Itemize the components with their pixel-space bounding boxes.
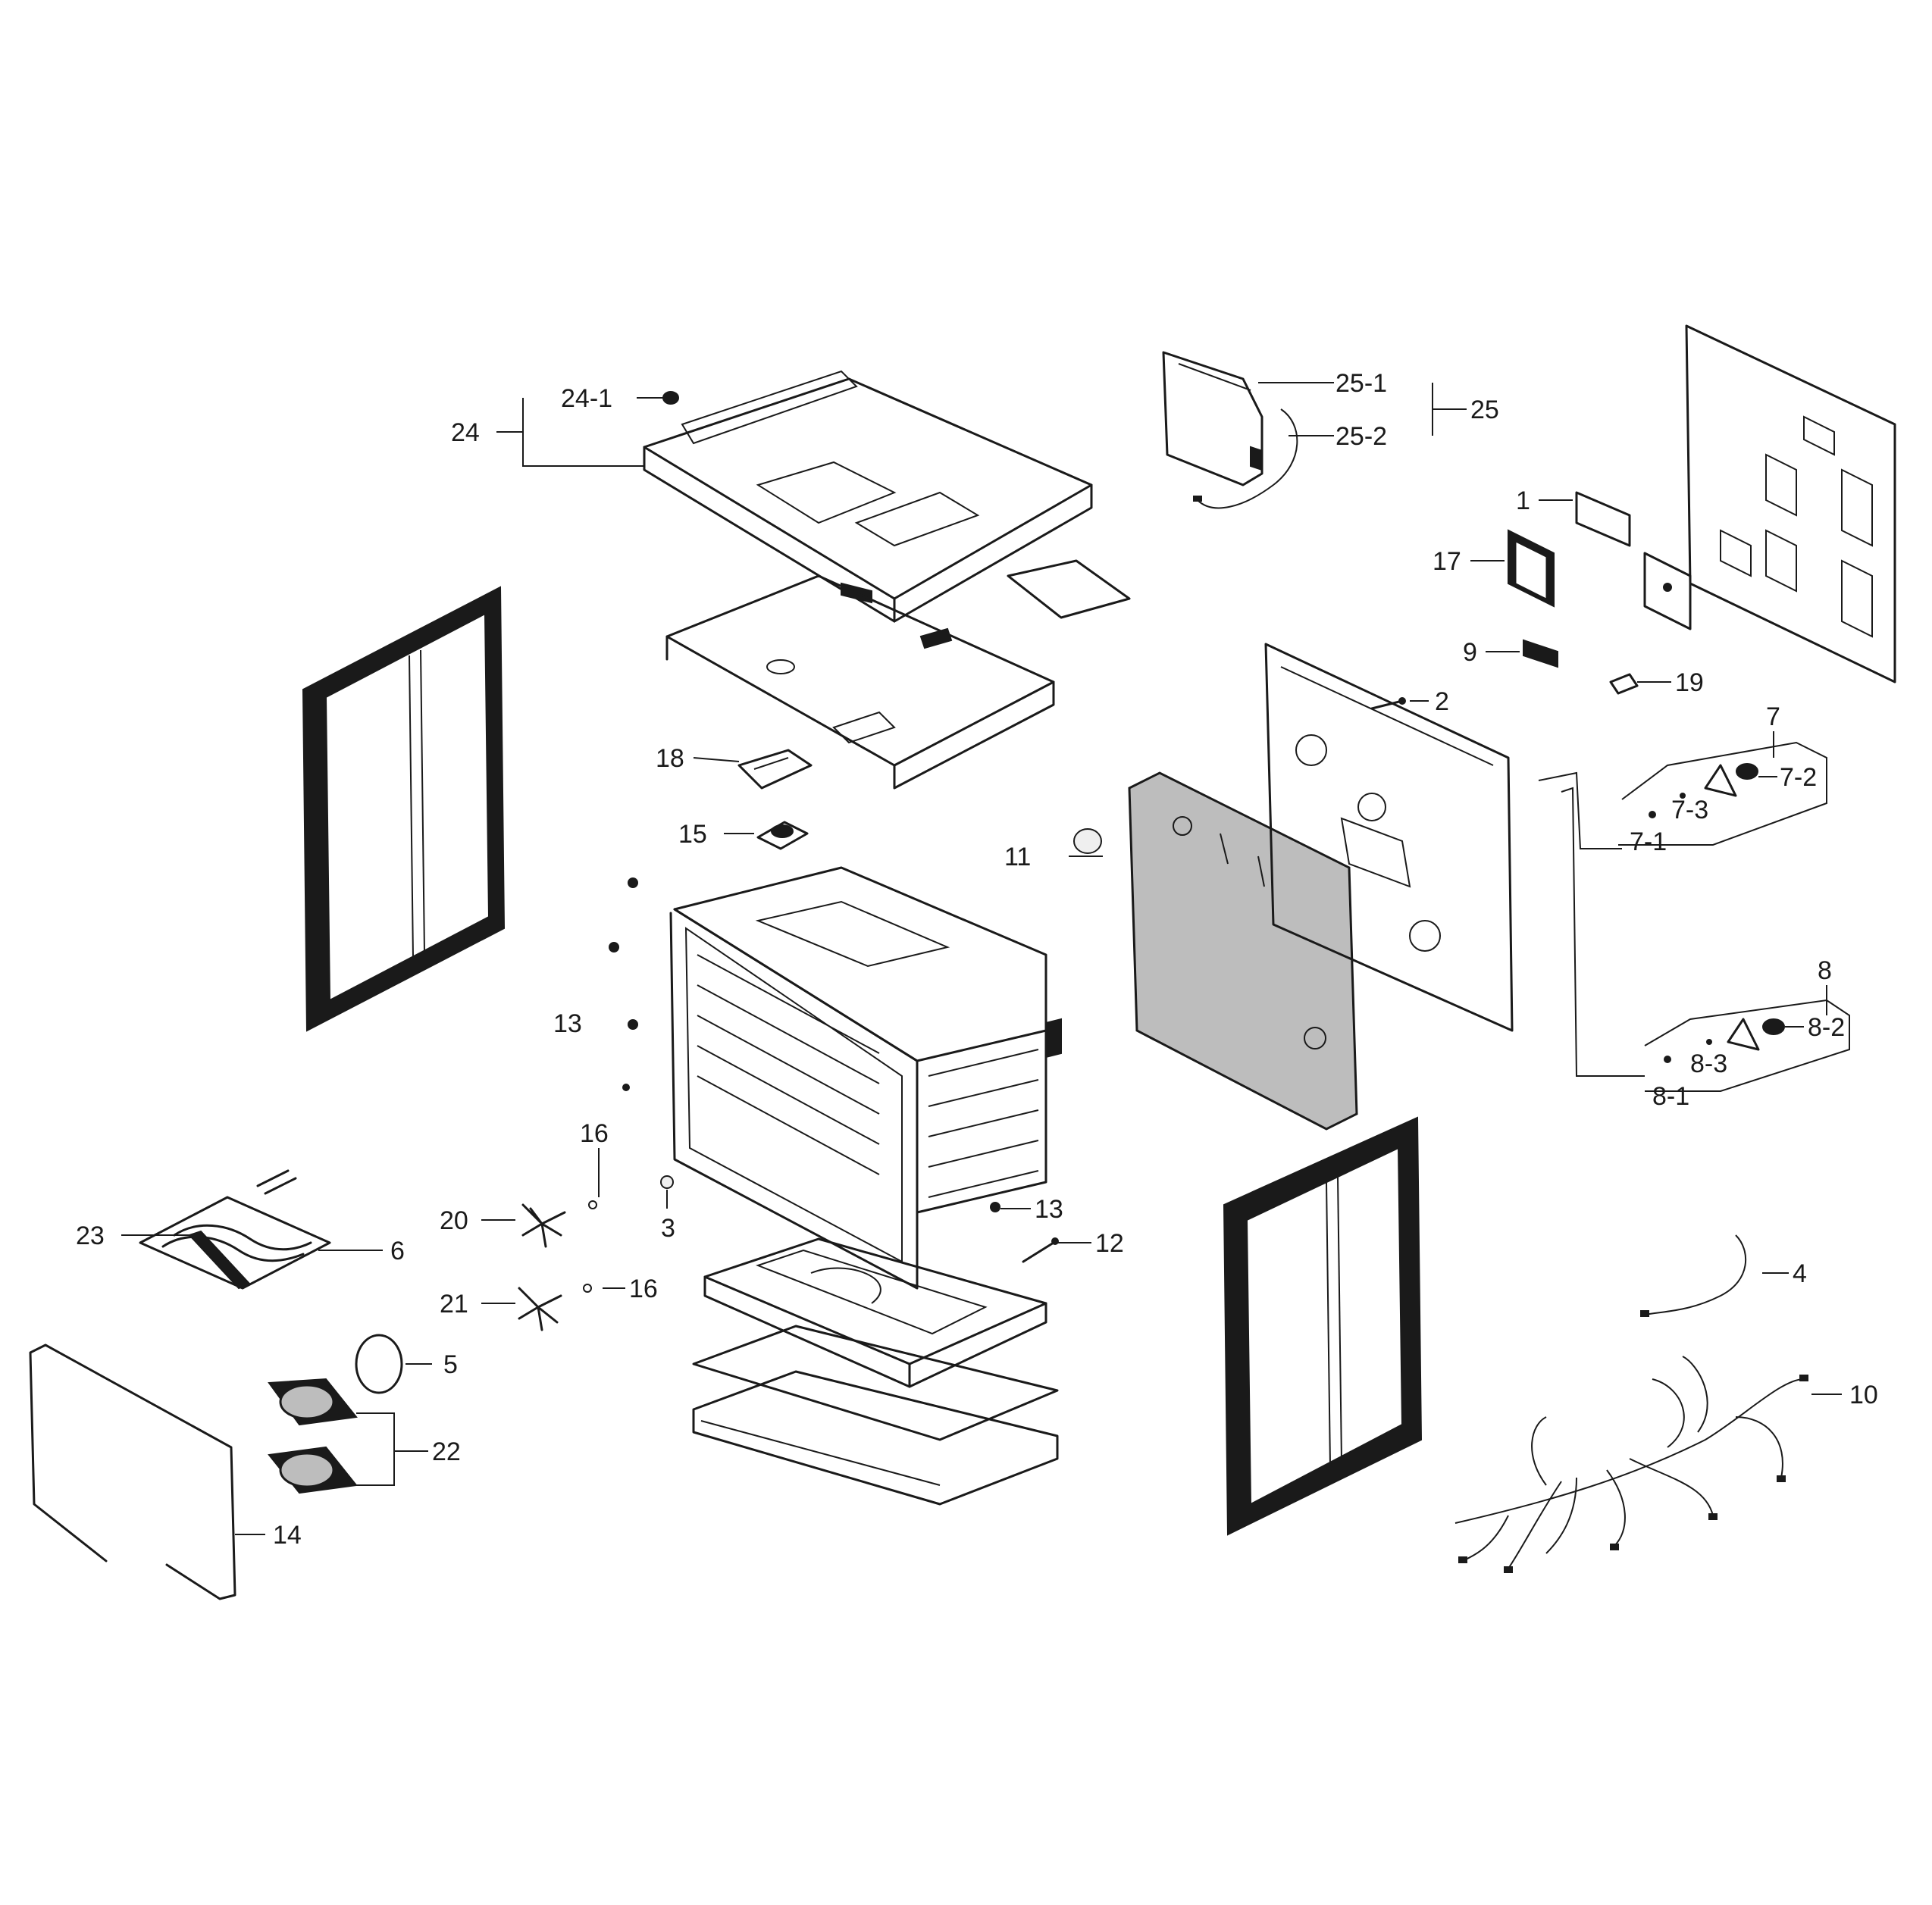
part-labels: 24-1 24 25-1 25-2 25 1 17 9 19 2 7 7-2 7… xyxy=(76,369,1878,1550)
part-duct-panel xyxy=(665,559,1131,790)
label-7-1: 7-1 xyxy=(1630,827,1667,856)
part-22-lamp-covers xyxy=(268,1378,358,1494)
label-4: 4 xyxy=(1793,1259,1807,1288)
label-25-1: 25-1 xyxy=(1335,369,1387,398)
part-5-ring xyxy=(355,1334,403,1394)
label-8: 8 xyxy=(1818,956,1832,985)
label-18: 18 xyxy=(656,744,684,773)
part-rear-panel xyxy=(1685,324,1896,683)
part-25-2-harness xyxy=(1193,408,1298,509)
part-23-element-bracket xyxy=(188,1230,252,1290)
label-25: 25 xyxy=(1470,396,1499,424)
part-25-1-cooling-fan xyxy=(1162,351,1263,486)
part-14-gasket xyxy=(29,1344,236,1600)
label-13-left: 13 xyxy=(553,1009,582,1038)
label-7: 7 xyxy=(1766,702,1780,731)
part-15-fan-mount xyxy=(756,821,809,850)
label-11: 11 xyxy=(1004,843,1031,871)
part-9-connector xyxy=(1523,639,1558,668)
label-8-3: 8-3 xyxy=(1690,1049,1727,1078)
part-20-fan-blade xyxy=(521,1203,566,1248)
label-25-2: 25-2 xyxy=(1335,422,1387,451)
label-16-bottom: 16 xyxy=(629,1275,658,1303)
part-right-side-panel xyxy=(1223,1116,1423,1536)
part-1-label xyxy=(1575,491,1631,547)
label-19: 19 xyxy=(1675,668,1704,697)
part-3-bolt xyxy=(660,1175,674,1189)
part-oven-cavity xyxy=(669,866,1062,1290)
label-17: 17 xyxy=(1433,547,1461,576)
part-18-bracket xyxy=(737,749,813,790)
part-11-knob xyxy=(1073,828,1102,854)
part-control-bracket xyxy=(1643,552,1692,630)
part-16-nuts xyxy=(583,1200,597,1293)
label-5: 5 xyxy=(443,1350,458,1379)
label-8-1: 8-1 xyxy=(1652,1082,1689,1111)
label-8-2: 8-2 xyxy=(1808,1013,1845,1042)
label-20: 20 xyxy=(440,1206,468,1235)
part-7-thermostat-assembly xyxy=(1618,741,1827,846)
label-6: 6 xyxy=(390,1237,405,1265)
part-19-switch xyxy=(1609,673,1639,695)
leader-lines xyxy=(121,382,1842,1535)
part-2-wire-clip xyxy=(1370,697,1406,710)
label-7-2: 7-2 xyxy=(1780,763,1817,792)
oven-rack-rails xyxy=(697,954,1039,1198)
label-15: 15 xyxy=(678,820,707,849)
label-7-3: 7-3 xyxy=(1671,796,1708,824)
label-12: 12 xyxy=(1095,1229,1124,1258)
label-1: 1 xyxy=(1516,486,1530,515)
part-10-wiring-harness xyxy=(1454,1356,1808,1573)
part-17-filter xyxy=(1508,529,1555,608)
part-rear-shield xyxy=(1128,771,1358,1131)
part-8-thermostat-assembly xyxy=(1644,999,1850,1092)
part-bottom-pan xyxy=(692,1237,1059,1506)
label-24: 24 xyxy=(451,418,480,447)
label-21: 21 xyxy=(440,1290,468,1318)
label-22: 22 xyxy=(432,1437,461,1466)
label-2: 2 xyxy=(1435,687,1449,716)
part-6-bake-element xyxy=(139,1169,331,1290)
label-13-right: 13 xyxy=(1035,1195,1063,1224)
part-back-frame xyxy=(1264,643,1514,1032)
label-10: 10 xyxy=(1849,1381,1878,1409)
part-13-screws-left xyxy=(609,877,638,1091)
part-left-side-panel xyxy=(302,586,506,1032)
label-3: 3 xyxy=(661,1214,675,1243)
part-4-wire xyxy=(1640,1234,1746,1317)
part-12-sensor xyxy=(1022,1237,1059,1263)
label-16-top: 16 xyxy=(580,1119,609,1148)
label-24-1: 24-1 xyxy=(561,384,612,413)
label-14: 14 xyxy=(273,1521,302,1550)
part-24-top-cover xyxy=(643,370,1093,623)
label-23: 23 xyxy=(76,1222,105,1250)
part-21-fan-blade xyxy=(518,1287,562,1331)
label-9: 9 xyxy=(1463,638,1477,667)
part-13-screw-right xyxy=(990,1202,1000,1212)
part-24-1-clip xyxy=(662,391,679,405)
